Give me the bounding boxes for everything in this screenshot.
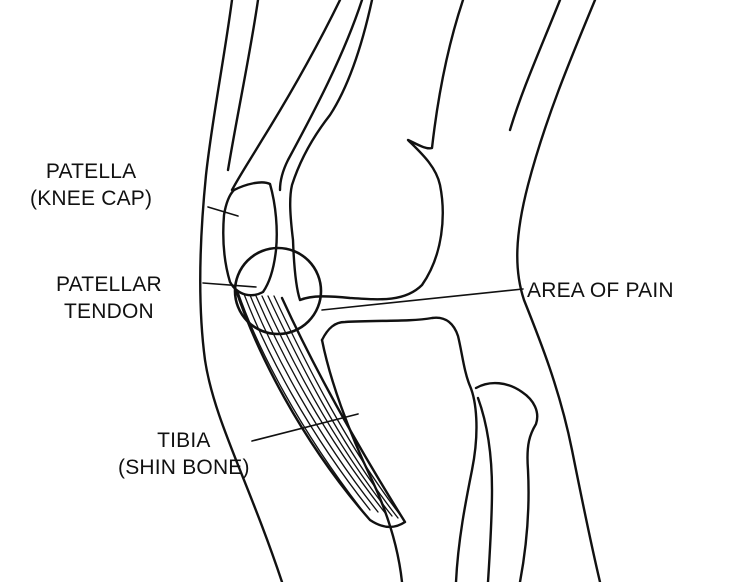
- skin-front-inner-outline: [228, 0, 258, 170]
- skin-front-outline: [200, 0, 282, 582]
- fibula-bone: [476, 383, 537, 582]
- patella-label: PATELLA (KNEE CAP): [30, 158, 152, 212]
- fibula-inner-edge: [478, 398, 492, 582]
- tibia-label: TIBIA (SHIN BONE): [118, 427, 250, 481]
- patellar-tendon-leader-line: [203, 283, 256, 287]
- patella-label-line2: (KNEE CAP): [30, 185, 152, 212]
- tibia-label-line1: TIBIA: [118, 427, 250, 454]
- tibia-label-line2: (SHIN BONE): [118, 454, 250, 481]
- patellar-tendon-label-line1: PATELLAR: [56, 271, 162, 298]
- patellar-tendon-label: PATELLAR TENDON: [56, 271, 162, 325]
- patellar-tendon-label-line2: TENDON: [56, 298, 162, 325]
- patella-bone: [223, 182, 277, 295]
- patellar-tendon-fibers: [238, 292, 404, 520]
- area-of-pain-leader-line: [322, 289, 523, 310]
- quadriceps-tendon-line-2: [280, 0, 362, 190]
- area-of-pain-label: AREA OF PAIN: [527, 277, 674, 304]
- area-of-pain-circle: [235, 248, 321, 334]
- patellar-tendon-outline: [236, 290, 405, 527]
- patella-label-line1: PATELLA: [30, 158, 152, 185]
- area-of-pain-label-text: AREA OF PAIN: [527, 277, 674, 304]
- tendon-fiber: [250, 295, 378, 512]
